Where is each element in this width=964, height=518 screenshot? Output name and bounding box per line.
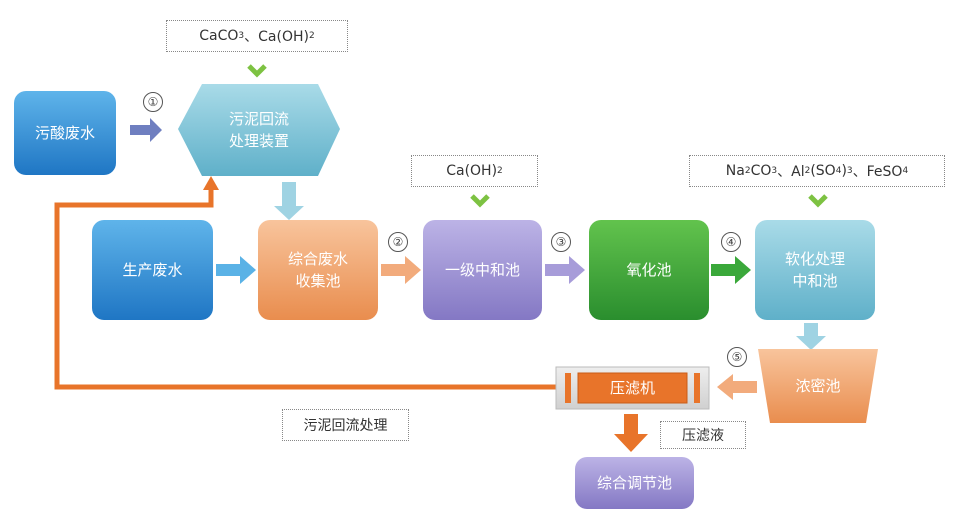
- regulation-tank-box: [575, 457, 694, 509]
- arrow-device-to-collection: [274, 182, 304, 220]
- softening-neutralization-tank-box: [755, 220, 875, 320]
- arrow-press-to-regulation: [614, 414, 648, 452]
- arrow-thickener-to-press: [717, 374, 757, 400]
- arrow-production-to-collection: [216, 256, 256, 284]
- sludge-reflux-note: 污泥回流处理: [282, 409, 409, 441]
- arrow-acid-to-device: [130, 118, 162, 142]
- filter-press-plate: [565, 373, 571, 403]
- arrow-softening-to-thickener: [796, 323, 826, 350]
- acid-wastewater-box: [14, 91, 116, 175]
- step-marker-4: ④: [721, 232, 741, 252]
- step-marker-1: ①: [143, 92, 163, 112]
- check-icon: [247, 64, 267, 78]
- primary-neutralization-tank-box: [423, 220, 542, 320]
- combined-collection-tank-box: [258, 220, 378, 320]
- arrow-oxidation-to-softening: [711, 256, 751, 284]
- step-marker-5: ⑤: [727, 347, 747, 367]
- reagent-note-primary: Ca(OH)2: [411, 155, 538, 187]
- filtrate-note: 压滤液: [660, 421, 746, 449]
- check-icon: [470, 194, 490, 208]
- arrow-collection-to-primary: [381, 256, 421, 284]
- oxidation-tank-box: [589, 220, 709, 320]
- step-marker-3: ③: [551, 232, 571, 252]
- filter-press-body: [577, 372, 688, 404]
- sludge-reflux-arrowhead: [203, 176, 219, 190]
- sludge-reflux-line: [54, 188, 556, 390]
- filter-press-plate: [694, 373, 700, 403]
- production-wastewater-box: [92, 220, 213, 320]
- arrow-primary-to-oxidation: [545, 256, 585, 284]
- sludge-reflux-device-shape: [178, 84, 340, 176]
- thickener-shape: [758, 349, 878, 423]
- step-marker-2: ②: [388, 232, 408, 252]
- check-icon: [808, 194, 828, 208]
